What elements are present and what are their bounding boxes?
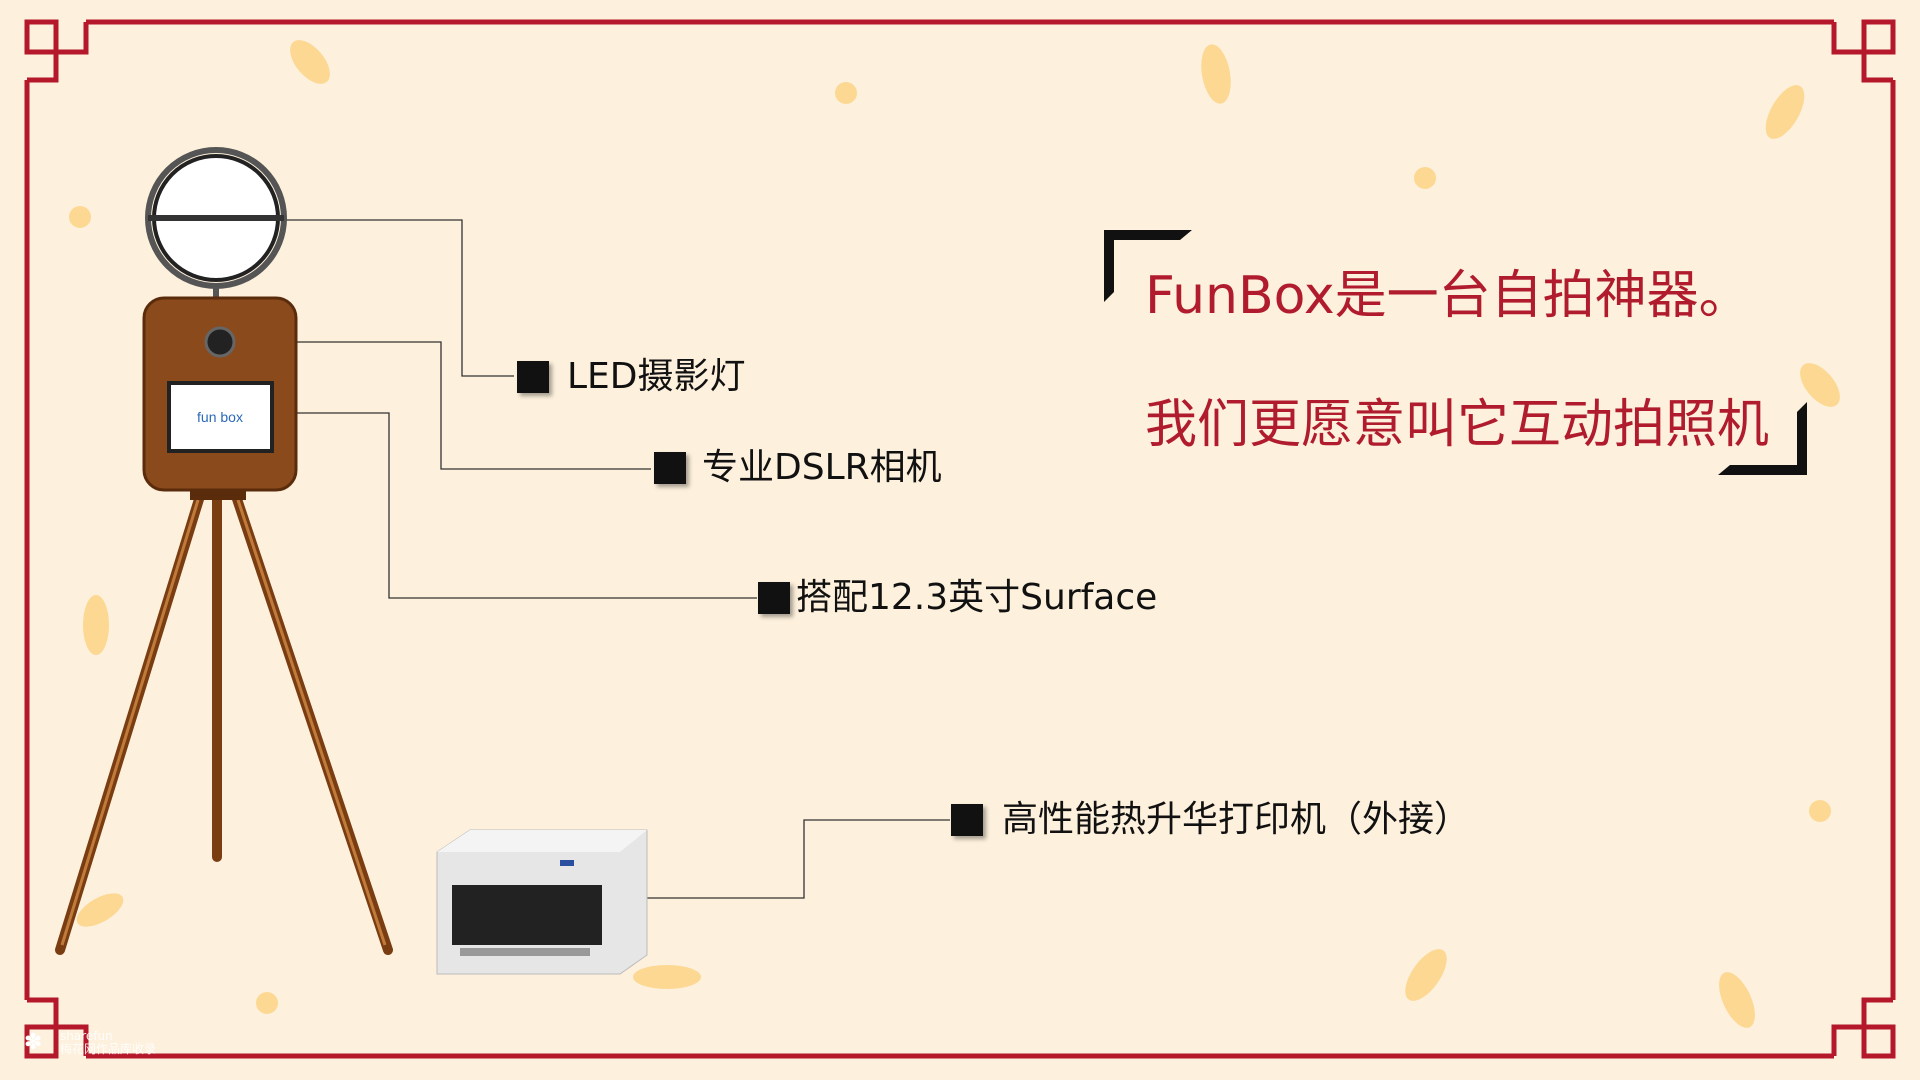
feature-dslr-camera: 专业DSLR相机 [702, 447, 942, 488]
flower-logo-icon: ✽ [24, 1030, 43, 1055]
bracket-top-left [1104, 230, 1192, 302]
headline-line-2: 我们更愿意叫它互动拍照机 [1145, 395, 1770, 455]
bullet-square [654, 452, 686, 484]
watermark-line-1: sharefun [60, 1029, 113, 1043]
bullet-square [758, 582, 790, 614]
bullet-square [951, 804, 983, 836]
feature-surface: 搭配12.3英寸Surface [796, 577, 1158, 618]
surface-screen [167, 381, 274, 453]
feature-led-light: LED摄影灯 [567, 356, 746, 397]
camera-lens [204, 326, 236, 358]
watermark-line-2: 梅花网作品库收录 [60, 1042, 157, 1056]
screen-logo: fun box [197, 409, 243, 425]
headline-line-1: FunBox是一台自拍神器。 [1145, 266, 1751, 326]
red-frame [24, 19, 1896, 1059]
decorative-leaves [69, 40, 1840, 1028]
feature-printer: 高性能热升华打印机（外接） [1002, 799, 1471, 840]
watermark: sharefun 梅花网作品库收录 [60, 1030, 156, 1056]
callout-lines [233, 219, 950, 899]
printer-illustration [436, 829, 648, 975]
bracket-bottom-right [1718, 402, 1807, 475]
photo-booth-illustration: fun box [55, 147, 393, 955]
bullet-square [517, 361, 549, 393]
